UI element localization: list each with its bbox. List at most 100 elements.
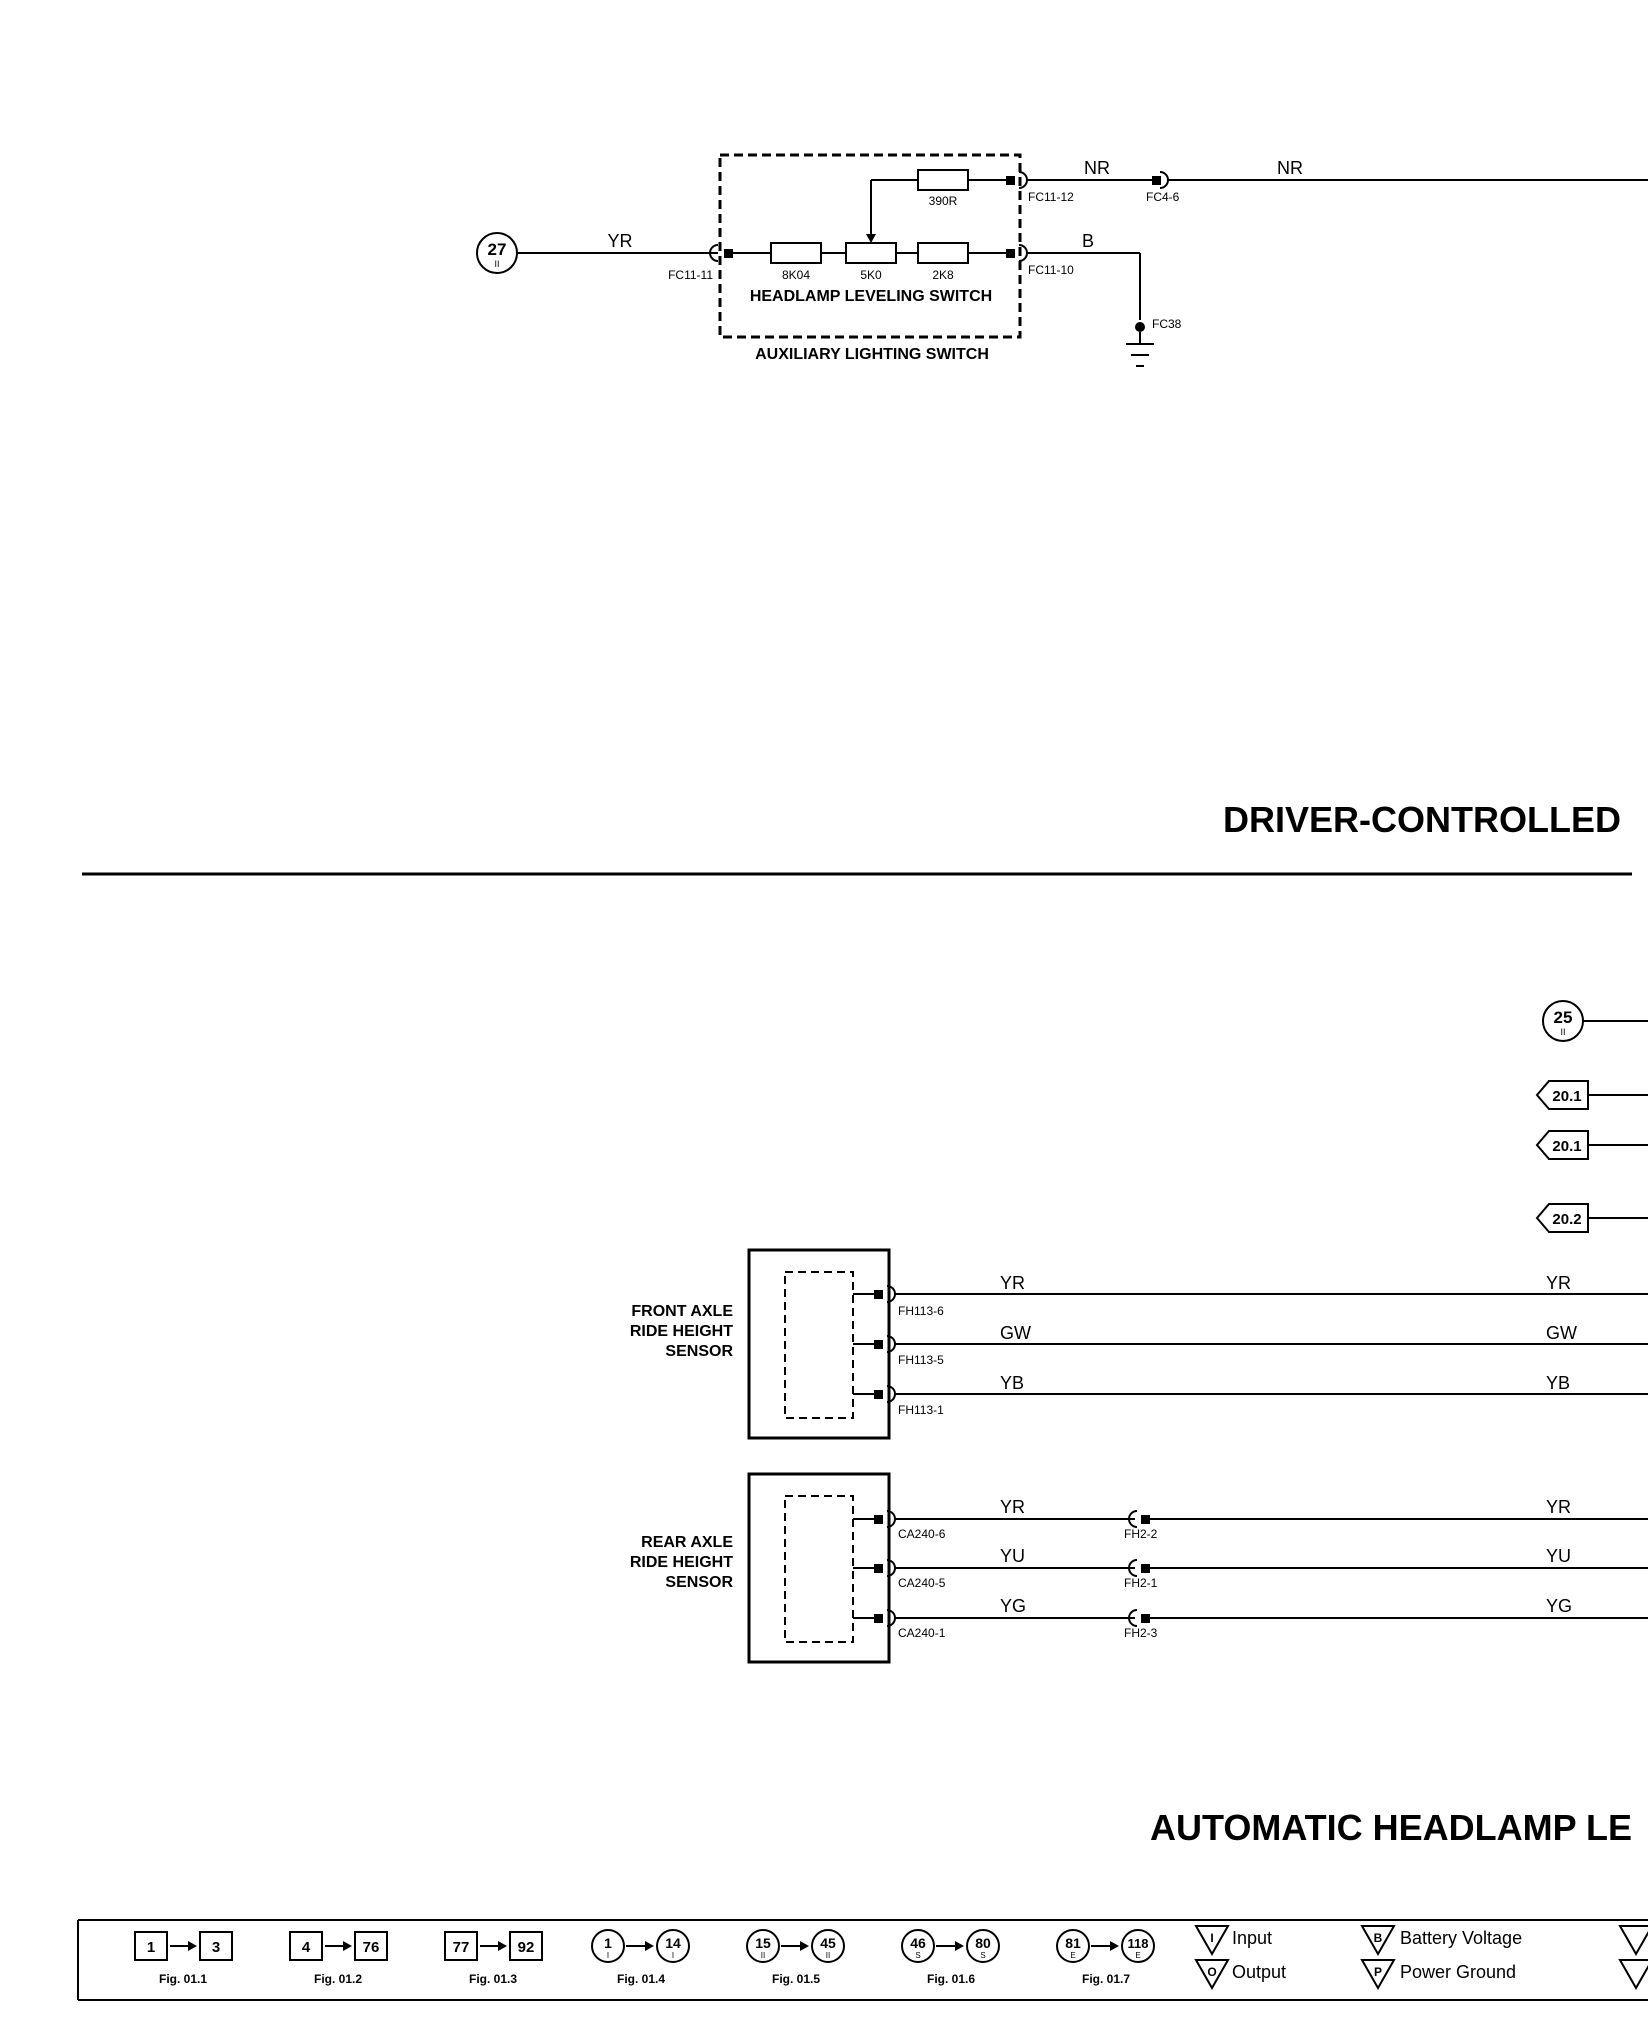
auxiliary-lighting-switch-box	[718, 153, 1022, 339]
resistor-label-5k0: 5K0	[860, 268, 882, 282]
ref-circle-25-num: 25	[1554, 1008, 1573, 1027]
resistor-2k8	[917, 242, 969, 264]
legend-item-1-from: 1	[147, 1939, 155, 1956]
legend-item-5-fig: Fig. 01.5	[772, 1972, 820, 1986]
front-sensor-label-1: FRONT AXLE	[631, 1303, 733, 1320]
wire-label-yr-rear-l: YR	[1000, 1497, 1025, 1517]
conn-fh2-2: FH2-2	[1124, 1527, 1158, 1541]
ground-label-fc38: FC38	[1152, 317, 1182, 331]
tag-20-1-b[interactable]: 20.1	[1535, 1130, 1589, 1160]
headlamp-leveling-switch-label: HEADLAMP LEVELING SWITCH	[750, 288, 992, 305]
top-circuit: 27 II YR FC11-11 8K04 5K0 2K8 390R HEADL	[476, 153, 1648, 367]
wire-label-nr-2: NR	[1277, 158, 1303, 178]
rear-sensor-inner	[784, 1495, 854, 1643]
pin-ca240-6: CA240-6	[898, 1527, 946, 1541]
legend-item-fig-01-3[interactable]: 77 92 Fig. 01.3	[444, 1931, 543, 1986]
pin-fh113-5: FH113-5	[898, 1353, 944, 1367]
legend-item-fig-01-4[interactable]: 1 I 14 I Fig. 01.4	[591, 1929, 690, 1986]
legend-item-4-fig: Fig. 01.4	[617, 1972, 665, 1986]
conn-fh2-3: FH2-3	[1124, 1626, 1158, 1640]
wire-label-yb-front-r: YB	[1546, 1373, 1570, 1393]
ref-circle-25-sub: II	[1560, 1027, 1565, 1037]
ref-circle-27-num: 27	[488, 240, 507, 259]
legend-item-2-from: 4	[302, 1939, 311, 1956]
rear-axle-sensor: REAR AXLE RIDE HEIGHT SENSOR CA240-6 CA2…	[630, 1472, 1648, 1664]
tag-20-2-label: 20.2	[1552, 1211, 1581, 1228]
legend-symbol-battery-label: Battery Voltage	[1400, 1928, 1522, 1948]
legend-item-7-from: 81	[1065, 1935, 1081, 1951]
wire-label-b: B	[1082, 231, 1094, 251]
legend-item-2-to: 76	[363, 1939, 380, 1956]
wire-label-nr-1: NR	[1084, 158, 1110, 178]
legend-symbol-power-ground-letter: P	[1374, 1965, 1382, 1979]
wire-label-yg-rear-r: YG	[1546, 1596, 1572, 1616]
legend-item-5-to-sub: II	[826, 1951, 830, 1960]
conn-fc4-6: FC4-6	[1146, 190, 1180, 204]
legend-item-6-to: 80	[975, 1935, 991, 1951]
tag-20-1-a-label: 20.1	[1552, 1088, 1581, 1105]
wire-label-yr-front-r: YR	[1546, 1273, 1571, 1293]
legend-item-fig-01-1[interactable]: 1 3 Fig. 01.1	[134, 1931, 233, 1986]
legend-symbol-partial-1	[1618, 1925, 1648, 1957]
legend-symbol-input-letter: I	[1210, 1931, 1213, 1945]
legend-symbol-output-label: Output	[1232, 1962, 1286, 1982]
wiper-arrow	[866, 234, 876, 243]
legend-item-fig-01-2[interactable]: 4 76 Fig. 01.2	[289, 1931, 388, 1986]
wire-label-gw-front-r: GW	[1546, 1323, 1577, 1343]
legend-item-3-to: 92	[518, 1939, 535, 1956]
wire-label-yr-front-l: YR	[1000, 1273, 1025, 1293]
tag-20-2[interactable]: 20.2	[1535, 1203, 1589, 1233]
legend-item-3-from: 77	[453, 1939, 470, 1956]
conn-fc11-10: FC11-10	[1028, 263, 1074, 277]
pin-fh113-1: FH113-1	[898, 1403, 944, 1417]
pin-ca240-5: CA240-5	[898, 1576, 946, 1590]
tag-20-1-a[interactable]: 20.1	[1535, 1080, 1589, 1110]
legend-item-5-to: 45	[820, 1935, 836, 1951]
legend-item-6-to-sub: S	[980, 1951, 985, 1960]
legend-item-4-to-sub: I	[672, 1951, 674, 1960]
legend-item-fig-01-6[interactable]: 46 S 80 S Fig. 01.6	[901, 1929, 1000, 1986]
resistor-label-8k04: 8K04	[782, 268, 810, 282]
rear-sensor-label-2: RIDE HEIGHT	[630, 1554, 733, 1571]
pin-fh113-6: FH113-6	[898, 1304, 944, 1318]
legend-item-2-fig: Fig. 01.2	[314, 1972, 362, 1986]
resistor-5k0	[845, 242, 897, 264]
legend-symbol-battery-letter: B	[1374, 1931, 1383, 1945]
resistor-label-2k8: 2K8	[932, 268, 954, 282]
front-axle-sensor: FRONT AXLE RIDE HEIGHT SENSOR FH113-6 FH…	[630, 1248, 1648, 1440]
legend-symbol-input: I Input	[1194, 1925, 1272, 1957]
pin-fc11-10	[1006, 249, 1015, 258]
legend-symbol-power-ground-label: Power Ground	[1400, 1962, 1516, 1982]
front-sensor-label-2: RIDE HEIGHT	[630, 1323, 733, 1340]
legend-item-7-to-sub: E	[1135, 1951, 1140, 1960]
ref-circle-27[interactable]: 27 II	[476, 232, 518, 274]
ref-circle-25[interactable]: 25 II	[1542, 1000, 1584, 1042]
pin-fc11-12	[1006, 176, 1015, 185]
pin-ca240-1: CA240-1	[898, 1626, 946, 1640]
conn-fc11-11: FC11-11	[668, 268, 713, 282]
wire-label-yr-rear-r: YR	[1546, 1497, 1571, 1517]
legend-symbol-battery: B Battery Voltage	[1360, 1925, 1522, 1957]
legend: 1 3 Fig. 01.1 4 76 Fig. 01.2 77 92 Fig. …	[77, 1919, 1648, 2001]
wire-label-gw-front-l: GW	[1000, 1323, 1031, 1343]
legend-item-5-from: 15	[755, 1935, 771, 1951]
legend-item-fig-01-7[interactable]: 81 E 118 E Fig. 01.7	[1056, 1929, 1155, 1986]
legend-item-3-fig: Fig. 01.3	[469, 1972, 517, 1986]
legend-item-6-fig: Fig. 01.6	[927, 1972, 975, 1986]
resistor-label-390r: 390R	[929, 194, 958, 208]
wire-label-yu-rear-r: YU	[1546, 1546, 1571, 1566]
section-title-automatic-headlamp: AUTOMATIC HEADLAMP LE	[1150, 1807, 1632, 1848]
wire-label-yb-front-l: YB	[1000, 1373, 1024, 1393]
legend-symbol-output: O Output	[1194, 1959, 1286, 1991]
ground-point	[1135, 322, 1145, 332]
front-sensor-body	[747, 1248, 891, 1440]
conn-fc4-6-shape	[1159, 171, 1169, 189]
legend-item-7-fig: Fig. 01.7	[1082, 1972, 1130, 1986]
legend-item-fig-01-5[interactable]: 15 II 45 II Fig. 01.5	[746, 1929, 845, 1986]
rear-sensor-label-3: SENSOR	[665, 1574, 733, 1591]
legend-item-4-to: 14	[665, 1935, 681, 1951]
resistor-390r	[917, 169, 969, 191]
wire-label-yr-in: YR	[607, 231, 632, 251]
front-sensor-label-3: SENSOR	[665, 1343, 733, 1360]
